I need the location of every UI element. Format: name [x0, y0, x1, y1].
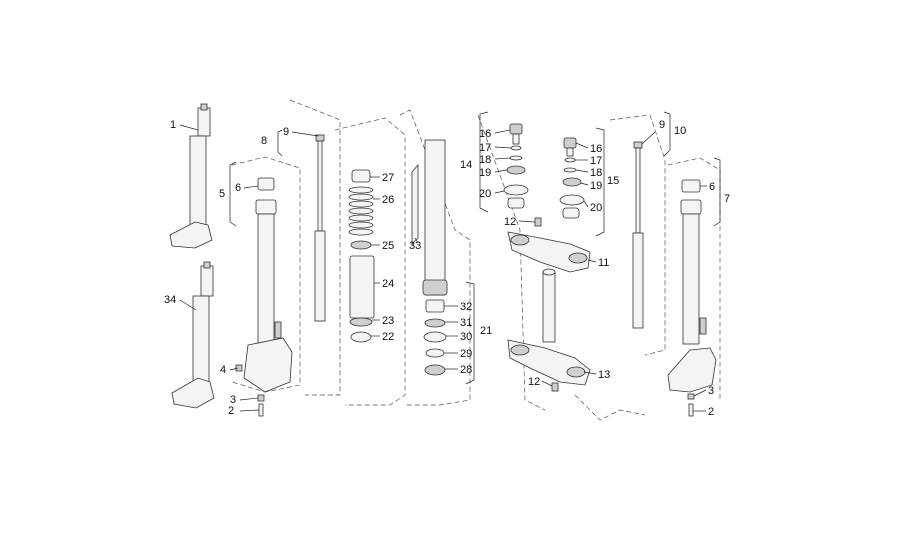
label-13: 13 — [598, 369, 610, 381]
label-32: 32 — [460, 301, 472, 313]
leader-lines — [179, 124, 707, 412]
label-22: 22 — [382, 331, 394, 343]
label-3-left: 3 — [230, 394, 236, 406]
screw-12-upper — [534, 217, 542, 227]
label-21: 21 — [480, 325, 492, 337]
label-11: 11 — [598, 257, 609, 269]
upper-triple-clamp — [507, 231, 591, 273]
label-16-right: 16 — [590, 143, 602, 155]
label-28: 28 — [460, 364, 472, 376]
label-8: 8 — [261, 135, 267, 147]
label-30: 30 — [460, 331, 472, 343]
label-29: 29 — [460, 348, 472, 360]
label-2-left: 2 — [228, 405, 234, 417]
fork-leg-complete-1 — [169, 103, 213, 249]
alignment-guides — [231, 99, 721, 421]
label-19-left: 19 — [479, 167, 491, 179]
label-18-right: 18 — [590, 167, 602, 179]
outer-tube-right — [667, 179, 717, 417]
damper-rod-right — [632, 141, 644, 329]
label-2-right: 2 — [708, 406, 714, 418]
label-12-upper: 12 — [504, 216, 516, 228]
label-10: 10 — [674, 125, 686, 137]
label-15: 15 — [607, 175, 619, 187]
label-23: 23 — [382, 315, 394, 327]
label-26: 26 — [382, 194, 394, 206]
label-6-left: 6 — [235, 182, 241, 194]
spring-26 — [348, 186, 374, 236]
brackets — [229, 111, 721, 385]
label-14: 14 — [460, 159, 472, 171]
label-16-left: 16 — [479, 128, 491, 140]
label-34: 34 — [164, 294, 176, 306]
cap-components-left — [503, 123, 529, 209]
label-6-right: 6 — [709, 181, 715, 193]
label-12-lower: 12 — [528, 376, 540, 388]
spring-stack — [348, 169, 375, 343]
damper-rod-left — [314, 134, 326, 322]
label-4: 4 — [220, 364, 226, 376]
label-19-right: 19 — [590, 180, 602, 192]
label-17-right: 17 — [590, 155, 602, 167]
screw-12-lower — [551, 382, 559, 392]
label-9-left: 9 — [283, 126, 289, 138]
fork-leg-complete-34 — [171, 261, 215, 409]
outer-tube — [235, 177, 293, 417]
label-25: 25 — [382, 240, 394, 252]
label-7: 7 — [724, 193, 730, 205]
label-18-left: 18 — [479, 154, 491, 166]
part-labels: 1 34 5 6 8 9 4 3 2 27 26 25 24 23 22 33 … — [164, 119, 730, 418]
lower-triple-clamp — [507, 268, 591, 386]
label-20-left: 20 — [479, 188, 491, 200]
label-5: 5 — [219, 188, 225, 200]
label-24: 24 — [382, 278, 394, 290]
label-3-right: 3 — [708, 385, 714, 397]
label-9-right: 9 — [659, 119, 665, 131]
label-31: 31 — [460, 317, 472, 329]
inner-tube — [411, 139, 448, 376]
label-20-right: 20 — [590, 202, 602, 214]
label-1: 1 — [170, 119, 176, 131]
cap-components-right — [559, 137, 585, 219]
label-17-left: 17 — [479, 142, 491, 154]
label-33: 33 — [409, 240, 421, 252]
label-27: 27 — [382, 172, 394, 184]
